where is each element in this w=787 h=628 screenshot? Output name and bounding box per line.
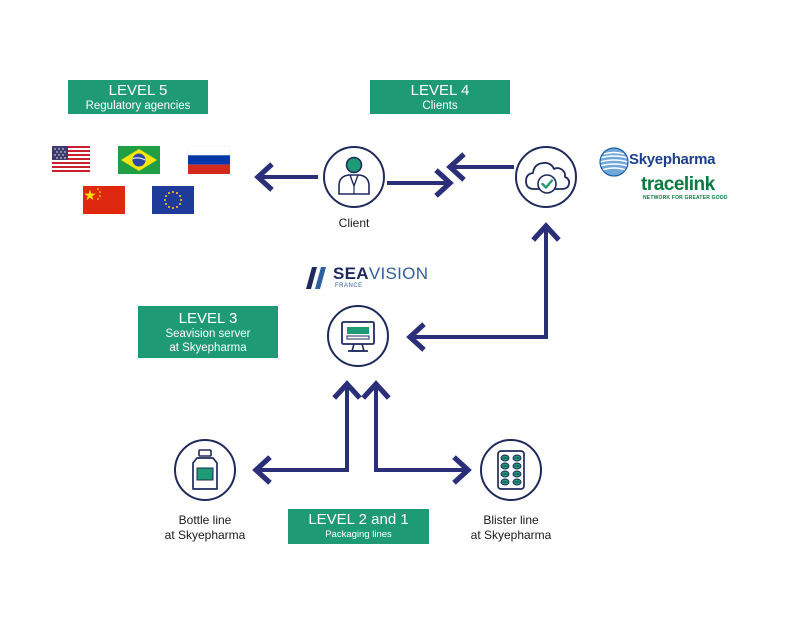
seavision-sea-text: SEA <box>333 264 369 283</box>
blister-label-line2: at Skyepharma <box>470 528 552 542</box>
client-label: Client <box>338 216 370 230</box>
eu-flag <box>152 186 194 214</box>
tracelink-tagline: NETWORK FOR GREATER GOOD <box>643 195 728 201</box>
bottle-label-line2: at Skyepharma <box>164 528 246 542</box>
client-node <box>323 146 385 208</box>
level4-box: LEVEL 4 Clients <box>370 80 510 114</box>
level5-title: LEVEL 5 <box>108 81 168 99</box>
level5-box: LEVEL 5 Regulatory agencies <box>68 80 208 114</box>
blister-label: Blister line at Skyepharma <box>456 513 566 543</box>
tracelink-logo-text: tracelink <box>641 174 715 195</box>
blister-pack-icon <box>497 450 525 490</box>
level4-title: LEVEL 4 <box>410 81 470 99</box>
seavision-mark-icon <box>306 267 326 289</box>
skyepharma-logo-text: Skyepharma <box>629 151 716 168</box>
bottle-icon <box>192 449 218 490</box>
level3-line2: at Skyepharma <box>169 341 247 354</box>
arrow-server-to-cloud <box>413 222 561 339</box>
blister-label-line1: Blister line <box>483 513 539 527</box>
seavision-subtext: FRANCE <box>335 283 363 289</box>
level21-subtitle: Packaging lines <box>325 529 392 540</box>
seavision-logo: SEAVISION <box>333 264 428 284</box>
level3-box: LEVEL 3 Seavision server at Skyepharma <box>138 306 278 358</box>
level4-subtitle: Clients <box>422 99 458 112</box>
level21-box: LEVEL 2 and 1 Packaging lines <box>288 509 429 544</box>
bottle-label-line1: Bottle line <box>178 513 232 527</box>
person-icon <box>338 156 370 195</box>
arrow-blister-up <box>361 380 466 472</box>
server-node <box>327 305 389 367</box>
skyepharma-globe-icon <box>599 147 629 177</box>
seavision-vision-text: VISION <box>368 264 429 283</box>
cloud-check-icon <box>525 161 571 194</box>
cloud-node <box>515 146 577 208</box>
bottle-node <box>174 439 236 501</box>
bottle-label: Bottle line at Skyepharma <box>150 513 260 543</box>
us-flag <box>52 146 90 172</box>
level3-title: LEVEL 3 <box>178 309 238 327</box>
arrow-bottle-up <box>258 380 362 472</box>
brazil-flag <box>118 146 160 174</box>
blister-node <box>480 439 542 501</box>
monitor-icon <box>341 321 375 352</box>
china-flag <box>83 186 125 214</box>
level21-title: LEVEL 2 and 1 <box>308 511 409 528</box>
level3-line1: Seavision server <box>165 327 251 340</box>
russia-flag <box>188 146 230 174</box>
level5-subtitle: Regulatory agencies <box>85 99 191 112</box>
